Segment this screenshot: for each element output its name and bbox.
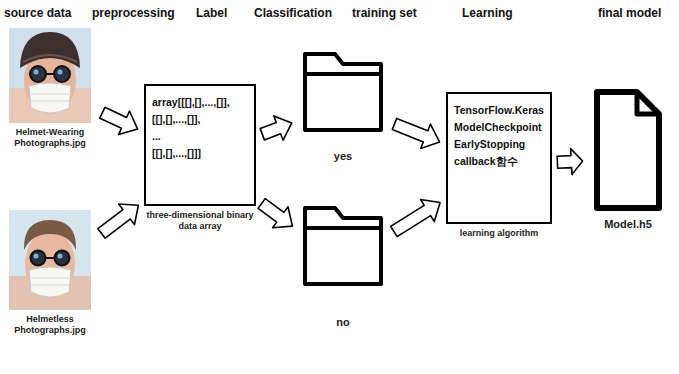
box-text-line: TensorFlow.Keras — [454, 102, 544, 119]
box-text-line: ModelCheckpoint — [454, 119, 544, 136]
node-caption: learning algorithm — [446, 228, 552, 239]
column-heading: Learning — [462, 6, 513, 20]
process-box: array[[[],[],...,[]],[[],[],...,[]],...[… — [144, 84, 256, 232]
block-arrow — [391, 200, 440, 237]
box-text-line: callback함수 — [454, 153, 544, 170]
photo-frame — [4, 28, 96, 123]
folder-icon — [301, 44, 385, 136]
box-text-line: [[],[],...,[]]] — [152, 145, 248, 162]
box-text-line: array[[[],[],...,[]], — [152, 94, 248, 111]
block-arrow — [258, 199, 292, 228]
icon-frame — [588, 86, 668, 214]
column-heading: preprocessing — [92, 6, 175, 20]
file-icon — [591, 86, 665, 214]
column-heading: Label — [196, 6, 227, 20]
photo-node: Helmet-Wearing Photographs.jpg — [4, 28, 96, 149]
node-caption: Model.h5 — [588, 218, 668, 231]
column-heading: source data — [4, 6, 71, 20]
node-caption: three-dimensional binary data array — [144, 210, 256, 232]
folder-icon — [301, 198, 385, 290]
column-heading: final model — [598, 6, 661, 20]
helmet-photo — [9, 28, 91, 123]
process-box: TensorFlow.KerasModelCheckpointEarlyStop… — [446, 92, 552, 239]
code-box: TensorFlow.KerasModelCheckpointEarlyStop… — [446, 92, 552, 224]
box-text-line: ... — [152, 128, 248, 145]
block-arrow — [260, 116, 292, 140]
block-arrow — [392, 118, 439, 148]
helmetless-photo — [9, 210, 91, 310]
box-text-line: EarlyStopping — [454, 136, 544, 153]
box-text-line: [[],[],...,[]], — [152, 111, 248, 128]
icon-node: Model.h5 — [588, 86, 668, 231]
photo-node: Helmetless Photographs.jpg — [4, 210, 96, 336]
block-arrow — [557, 149, 583, 175]
icon-node: yes — [298, 44, 388, 163]
node-caption: Helmet-Wearing Photographs.jpg — [4, 127, 96, 149]
icon-frame — [298, 44, 388, 136]
column-heading: training set — [352, 6, 417, 20]
block-arrow — [98, 204, 138, 238]
icon-node: no — [298, 198, 388, 329]
block-arrow — [100, 107, 138, 134]
photo-frame — [4, 210, 96, 310]
icon-frame — [298, 198, 388, 290]
node-caption: yes — [298, 150, 388, 163]
node-caption: Helmetless Photographs.jpg — [4, 314, 96, 336]
column-heading: Classification — [254, 6, 332, 20]
node-caption: no — [298, 316, 388, 329]
code-box: array[[[],[],...,[]],[[],[],...,[]],...[… — [144, 84, 256, 206]
